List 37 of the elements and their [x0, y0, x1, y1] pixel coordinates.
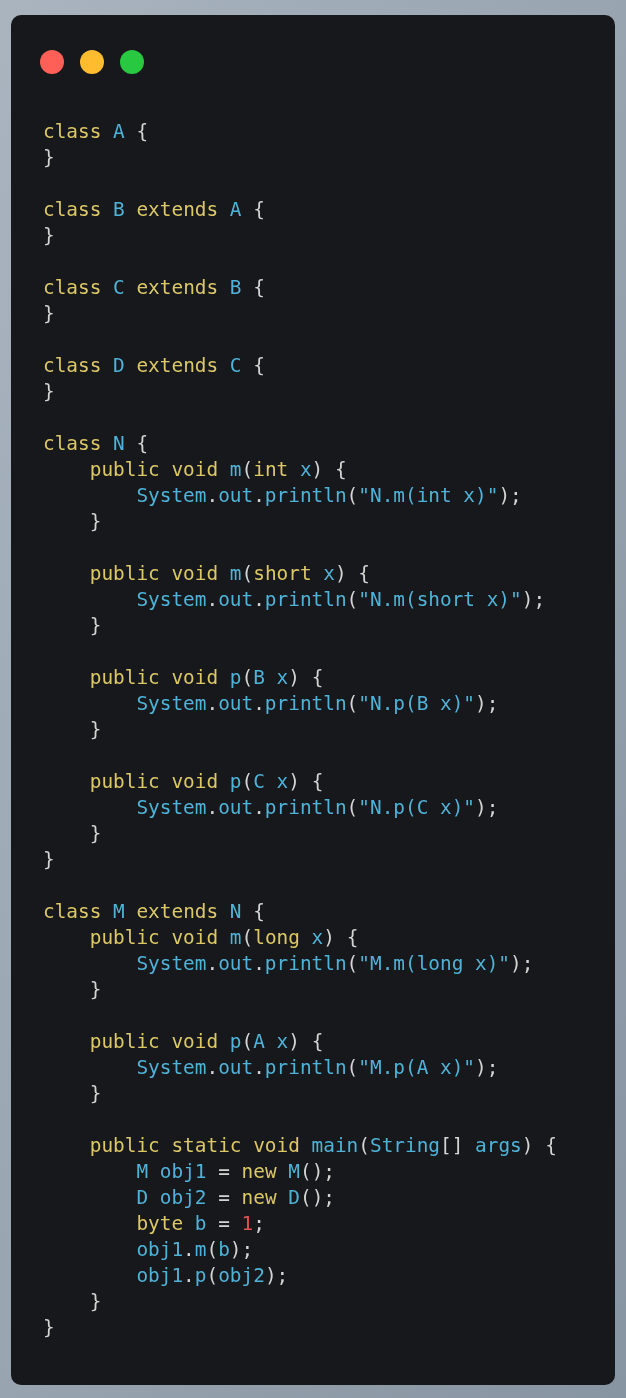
- code-line: System.out.println("M.m(long x)");: [135, 951, 534, 977]
- code-line: class D extends C {: [43, 353, 265, 379]
- code-line: public static void main(String[] args) {: [88, 1133, 557, 1159]
- code-line: class B extends A {: [43, 197, 265, 223]
- code-line: }: [88, 821, 102, 847]
- code-line: }: [43, 847, 55, 873]
- code-line: }: [88, 509, 102, 535]
- code-line: }: [43, 301, 55, 327]
- code-line: D obj2 = new D();: [135, 1185, 335, 1211]
- code-line: }: [88, 1081, 102, 1107]
- code-line: }: [88, 613, 102, 639]
- code-line: System.out.println("N.m(int x)");: [135, 483, 522, 509]
- code-line: class C extends B {: [43, 275, 265, 301]
- code-line: public void p(B x) {: [88, 665, 324, 691]
- code-line: public void p(A x) {: [88, 1029, 324, 1055]
- code-line: public void m(int x) {: [88, 457, 347, 483]
- code-line: class N {: [43, 431, 149, 457]
- code-line: }: [88, 717, 102, 743]
- code-line: }: [43, 1315, 55, 1341]
- code-line: public void m(short x) {: [88, 561, 370, 587]
- code-line: System.out.println("N.p(B x)");: [135, 691, 499, 717]
- code-line: System.out.println("M.p(A x)");: [135, 1055, 499, 1081]
- code-line: class A {: [43, 119, 149, 145]
- code-line: obj1.p(obj2);: [135, 1263, 289, 1289]
- code-line: }: [43, 223, 55, 249]
- code-line: }: [43, 145, 55, 171]
- code-line: }: [88, 1289, 102, 1315]
- code-line: System.out.println("N.m(short x)");: [135, 587, 546, 613]
- code-line: class M extends N {: [43, 899, 265, 925]
- code-line: public void m(long x) {: [88, 925, 359, 951]
- code-line: byte b = 1;: [135, 1211, 265, 1237]
- code-line: System.out.println("N.p(C x)");: [135, 795, 499, 821]
- code-line: }: [88, 977, 102, 1003]
- code-line: M obj1 = new M();: [135, 1159, 335, 1185]
- code-line: public void p(C x) {: [88, 769, 324, 795]
- code-line: }: [43, 379, 55, 405]
- code-line: obj1.m(b);: [135, 1237, 254, 1263]
